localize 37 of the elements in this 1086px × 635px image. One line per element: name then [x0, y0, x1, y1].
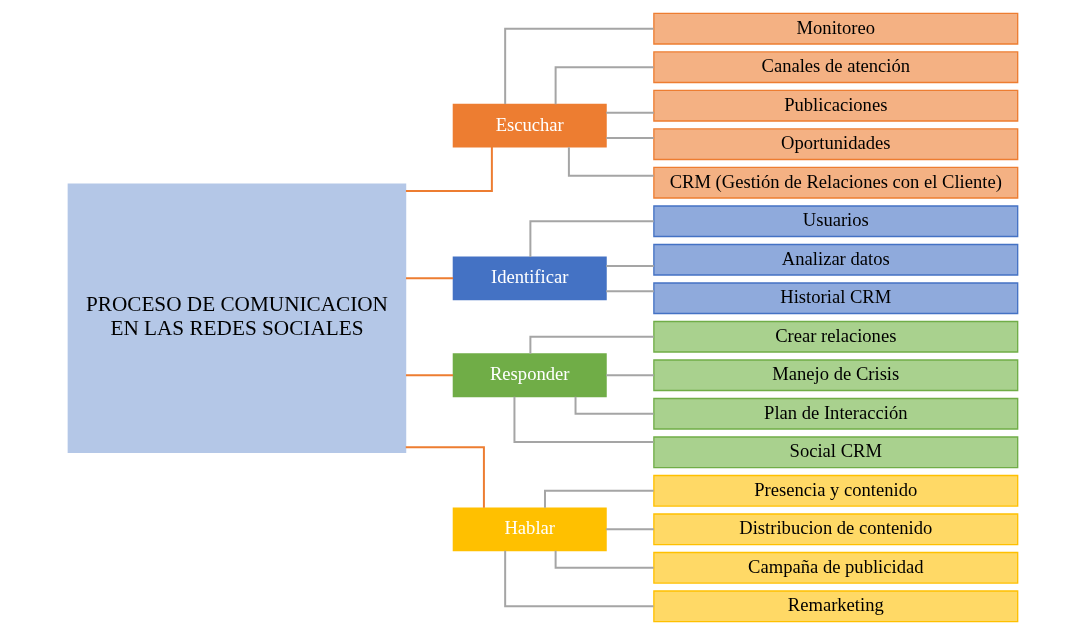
- node-box: Manejo de Crisis: [653, 359, 1019, 392]
- node-box: CRM (Gestión de Relaciones con el Cliente): [653, 166, 1019, 199]
- connector: [513, 395, 655, 444]
- connector: [605, 374, 655, 377]
- node-box: Remarketing: [653, 590, 1019, 623]
- node-box: PROCESO DE COMUNICACION EN LAS REDES SOCIALES: [67, 183, 407, 453]
- connector: [567, 146, 655, 177]
- node-box: Distribucion de contenido: [653, 513, 1019, 546]
- node-box: Identificar: [452, 256, 607, 301]
- connector: [405, 277, 455, 280]
- node-box: Campaña de publicidad: [653, 551, 1019, 584]
- connector: [605, 265, 655, 268]
- connector: [605, 290, 655, 293]
- connector: [404, 446, 485, 509]
- node-box: Monitoreo: [653, 12, 1019, 45]
- node-box: Usuarios: [653, 205, 1019, 238]
- node-box: Escuchar: [452, 103, 607, 148]
- connector: [605, 111, 655, 114]
- connector: [404, 146, 493, 193]
- node-box: Publicaciones: [653, 89, 1019, 122]
- node-box: Canales de atención: [653, 51, 1019, 84]
- connector: [605, 136, 655, 139]
- connector: [504, 549, 655, 608]
- connector: [554, 66, 655, 106]
- connector: [529, 220, 655, 259]
- node-box: Analizar datos: [653, 243, 1019, 276]
- connector: [405, 374, 455, 377]
- node-box: Plan de Interacción: [653, 397, 1019, 430]
- node-box: Historial CRM: [653, 282, 1019, 315]
- connector: [504, 27, 655, 106]
- node-box: Hablar: [452, 507, 607, 552]
- node-box: Presencia y contenido: [653, 474, 1019, 507]
- node-box: Crear relaciones: [653, 320, 1019, 353]
- node-box: Social CRM: [653, 436, 1019, 469]
- connector: [605, 528, 655, 531]
- node-box: Responder: [452, 353, 607, 398]
- node-box: Oportunidades: [653, 128, 1019, 161]
